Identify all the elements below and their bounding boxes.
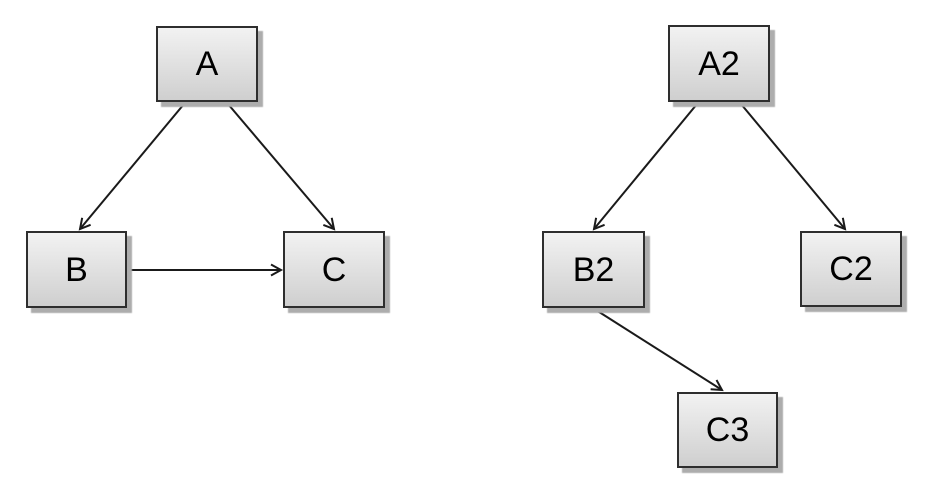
edge-B2-C3 [595,309,724,392]
node-C3[interactable]: C3 [677,392,778,468]
edge-A2-C2 [740,103,847,231]
node-label-A: A [195,45,219,83]
node-A2[interactable]: A2 [668,25,770,102]
node-label-C3: C3 [705,411,750,449]
node-C2[interactable]: C2 [800,231,902,307]
node-label-C: C [321,250,347,289]
node-label-B: B [65,250,88,289]
node-C[interactable]: C [283,231,385,308]
node-B2[interactable]: B2 [542,231,645,308]
edge-A2-B2 [592,103,698,231]
node-label-B2: B2 [572,250,615,289]
edge-A-C [227,103,336,231]
node-label-C2: C2 [829,250,873,288]
node-B[interactable]: B [26,231,127,308]
node-A[interactable]: A [156,26,258,102]
edge-A-B [78,103,185,231]
node-label-A2: A2 [698,44,740,83]
